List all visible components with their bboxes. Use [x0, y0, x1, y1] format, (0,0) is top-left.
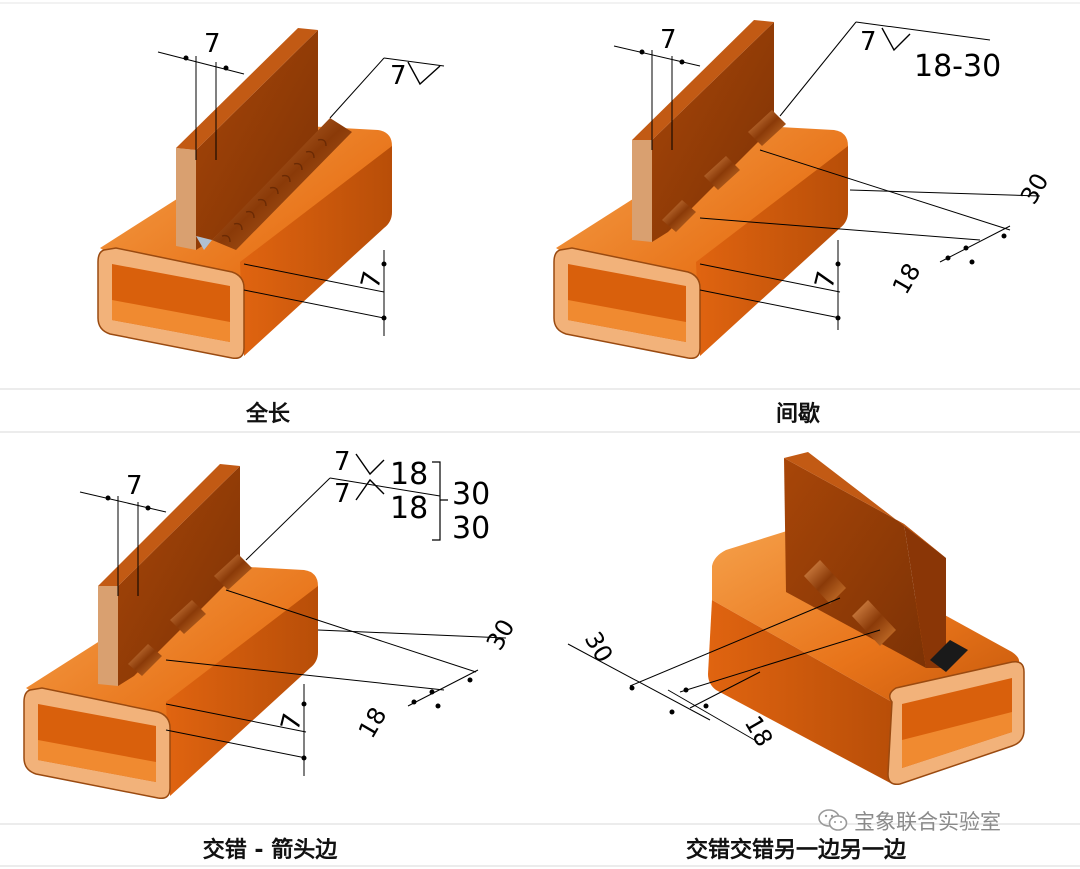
plate-edge: [904, 524, 946, 668]
dim-length: 18: [353, 703, 393, 743]
weld-size-top: 7: [334, 447, 351, 477]
plate-edge: [98, 586, 118, 686]
weld-segment: [748, 110, 786, 146]
weld-symbol: [881, 27, 911, 52]
weld-segment: [128, 644, 162, 676]
dim-pitch: 30: [579, 627, 619, 667]
dimension-lines: [79, 477, 507, 776]
dim-length: 18: [887, 259, 927, 299]
rect-tube-side: [240, 146, 392, 356]
wechat-icon: [818, 809, 848, 831]
panel-staggered-arrow-side: 7 7 7 18 18 30 30 7 18 30: [23, 447, 521, 800]
plate-top-edge: [98, 464, 240, 586]
caption-intermittent: 间歇: [775, 402, 821, 427]
plate-face: [784, 458, 926, 668]
plate-slot: [930, 640, 968, 672]
weld-ripples: [221, 138, 327, 243]
weld-symbol-bottom: [355, 478, 385, 501]
caption-staggered-arrow-side: 交错 - 箭头边: [202, 838, 338, 863]
continuous-weld: [212, 118, 352, 250]
panel-staggered-other-side: 30 18: [567, 452, 1025, 786]
dim-plate-thickness: 7: [204, 29, 221, 59]
watermark-text: 宝象联合实验室: [854, 810, 1001, 834]
watermark: 宝象联合实验室: [818, 806, 1001, 836]
dim-pitch: 30: [1015, 169, 1055, 209]
dim-base: 7: [276, 710, 309, 733]
plate-face: [196, 30, 318, 250]
rect-tube-inner-shade: [38, 740, 156, 782]
dimension-lines: [567, 597, 881, 743]
plate-face: [118, 466, 240, 686]
plate-face: [652, 22, 774, 242]
weld-length-bottom: 18: [390, 491, 428, 526]
caption-staggered-other-side: 交错交错另一边另一边: [685, 838, 907, 863]
panel-full-length: 7 7 7: [97, 28, 445, 360]
weld-segment: [662, 200, 696, 232]
weld-symbol: [407, 61, 441, 86]
plate-edge: [176, 148, 196, 250]
weld-segment: [804, 560, 846, 604]
rect-tube-inner-shade: [112, 300, 230, 342]
plate-top-edge: [632, 20, 774, 140]
stagger-bracket: [432, 461, 448, 541]
plate-top-edge: [176, 28, 318, 150]
weld-pitch-bottom: 30: [452, 511, 490, 546]
dim-plate-thickness: 7: [660, 25, 677, 55]
dimension-lines: [613, 21, 1041, 330]
weld-length-top: 18: [390, 457, 428, 492]
plate-edge: [632, 140, 652, 242]
rect-tube-side: [696, 146, 848, 356]
caption-full-length: 全长: [245, 402, 291, 427]
dim-pitch: 30: [481, 615, 521, 655]
weld-segment: [170, 600, 206, 634]
weld-size-label: 7: [860, 27, 877, 57]
weld-segment: [704, 156, 740, 190]
dim-base: 7: [810, 268, 843, 291]
weld-segment: [214, 554, 252, 590]
dim-plate-thickness: 7: [126, 471, 143, 501]
dimension-arrows: [629, 685, 709, 715]
dimension-arrows: [183, 55, 387, 321]
weld-size-label: 7: [390, 61, 407, 91]
plate-top-edge: [784, 452, 946, 558]
rect-tube-front: [708, 600, 892, 784]
weld-segment: [852, 600, 896, 646]
dimension-arrows: [105, 495, 473, 761]
dim-base: 7: [356, 268, 389, 291]
weld-pitch-top: 30: [452, 477, 490, 512]
rect-tube-inner-shade: [902, 712, 1012, 768]
rect-tube-side: [166, 586, 318, 796]
rect-tube-inner-shade: [568, 300, 686, 342]
weld-symbol-top: [355, 453, 385, 476]
weld-length-pitch-label: 18-30: [914, 49, 1001, 84]
weld-size-bottom: 7: [334, 479, 351, 509]
panel-intermittent: 7 7 18-30 7 18 30: [553, 20, 1055, 360]
dimension-arrows: [639, 49, 1007, 321]
weld-root: [196, 236, 212, 250]
